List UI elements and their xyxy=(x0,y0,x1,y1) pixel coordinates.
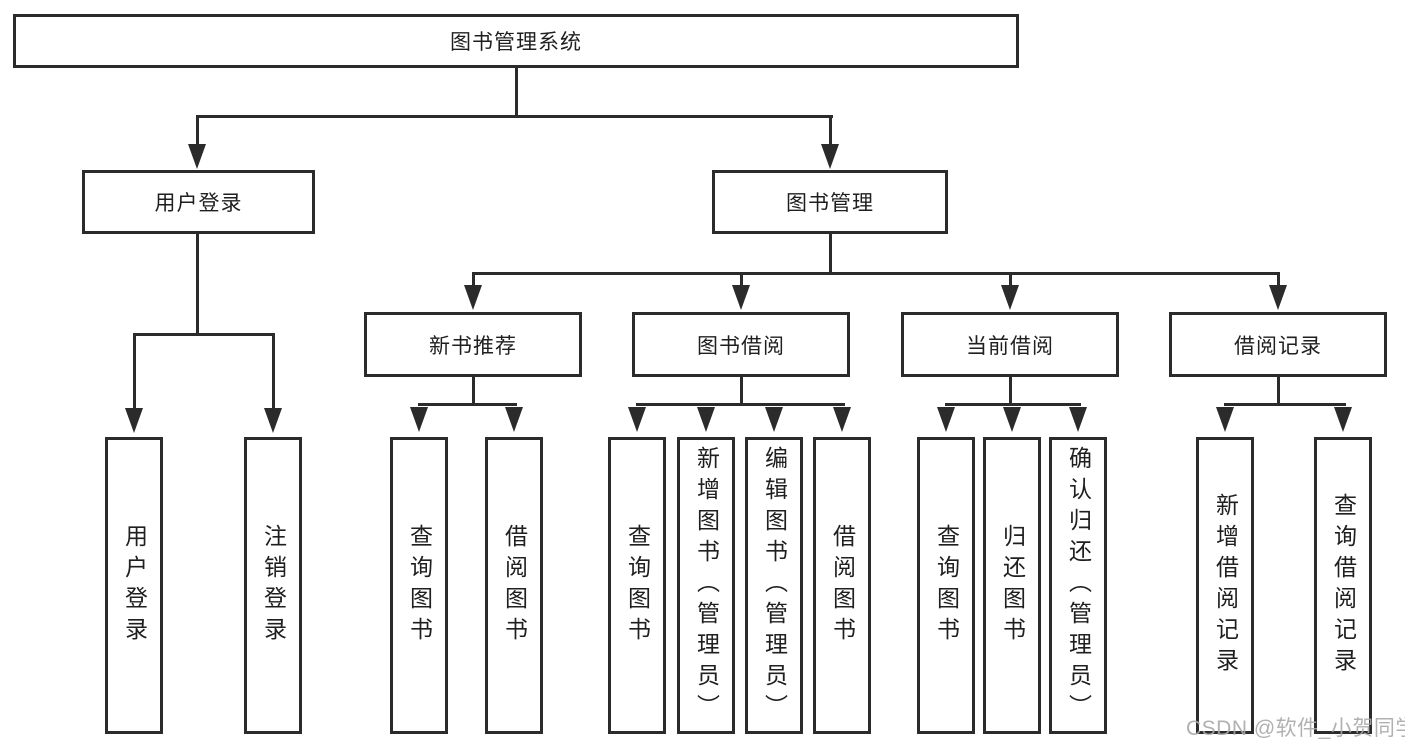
connector-current-vline xyxy=(1009,377,1012,406)
node-label: 图书管理系统 xyxy=(450,31,582,54)
node-leaf-query-books-borrow: 查询图书 xyxy=(608,437,666,734)
node-book-management: 图书管理 xyxy=(712,170,948,234)
connector-recommend-vline xyxy=(472,377,475,406)
node-label: 借阅图书 xyxy=(501,523,528,648)
node-label: 注销登录 xyxy=(260,523,287,648)
node-leaf-edit-book-admin: 编辑图书（管理员） xyxy=(745,437,803,734)
node-label: 当前借阅 xyxy=(966,334,1054,358)
connector-user-login-vline xyxy=(196,234,199,335)
arrowhead-to-leaf-user-login xyxy=(125,408,143,433)
node-leaf-return-book: 归还图书 xyxy=(983,437,1041,734)
connector-current-hline xyxy=(945,403,1081,406)
node-new-book-recommend: 新书推荐 xyxy=(364,312,582,377)
node-label: 用户登录 xyxy=(154,192,243,215)
arrowhead-to-new-book-recommend xyxy=(464,285,482,310)
arrowhead-to-leaf-logout xyxy=(264,408,282,433)
connector-stem-current-borrow xyxy=(1009,274,1012,287)
node-leaf-query-books-current: 查询图书 xyxy=(917,437,975,734)
connector-borrow-hline xyxy=(636,403,845,406)
arrowhead-to-leaf-query-books-recommend xyxy=(410,407,428,432)
node-label: 借阅图书 xyxy=(829,523,856,648)
node-label: 图书借阅 xyxy=(697,334,785,358)
node-leaf-query-books-recommend: 查询图书 xyxy=(390,437,448,734)
csdn-watermark: CSDN @软件_小贺同学 xyxy=(1186,717,1405,740)
connector-user-login-hline xyxy=(133,333,275,336)
node-label: 新增借阅记录 xyxy=(1212,492,1239,679)
arrowhead-to-leaf-add-book-admin xyxy=(697,407,715,432)
node-leaf-add-borrow-record: 新增借阅记录 xyxy=(1196,437,1254,734)
node-leaf-confirm-return-admin: 确认归还（管理员） xyxy=(1049,437,1107,734)
node-label: 新书推荐 xyxy=(429,334,517,358)
arrowhead-to-leaf-query-books-current xyxy=(937,407,955,432)
connector-book-management-vline xyxy=(829,234,832,275)
node-borrow-records: 借阅记录 xyxy=(1169,312,1387,377)
connector-stem-new-book-recommend xyxy=(472,274,475,287)
node-book-borrow: 图书借阅 xyxy=(632,312,850,377)
connector-root-stem-left xyxy=(196,117,199,146)
node-leaf-borrow-book-recommend: 借阅图书 xyxy=(485,437,543,734)
node-leaf-borrow-book: 借阅图书 xyxy=(813,437,871,734)
connector-user-login-stem-right xyxy=(272,335,275,409)
connector-borrow-vline xyxy=(740,377,743,406)
node-label: 借阅记录 xyxy=(1234,334,1322,358)
connector-root-hline xyxy=(196,115,833,118)
connector-user-login-stem-left xyxy=(133,335,136,409)
node-label: 编辑图书（管理员） xyxy=(761,446,788,725)
node-label: 查询图书 xyxy=(933,523,960,648)
node-label: 新增图书（管理员） xyxy=(693,446,720,725)
node-current-borrow: 当前借阅 xyxy=(901,312,1119,377)
arrowhead-to-leaf-return-book xyxy=(1003,407,1021,432)
node-root: 图书管理系统 xyxy=(13,14,1019,68)
node-user-login: 用户登录 xyxy=(82,170,315,234)
node-label: 归还图书 xyxy=(999,523,1026,648)
arrowhead-to-leaf-borrow-book xyxy=(833,407,851,432)
arrowhead-to-leaf-query-books-borrow xyxy=(628,407,646,432)
connector-records-vline xyxy=(1277,377,1280,406)
node-leaf-query-borrow-record: 查询借阅记录 xyxy=(1314,437,1372,734)
connector-recommend-hline xyxy=(418,403,517,406)
node-label: 查询图书 xyxy=(406,523,433,648)
arrowhead-to-current-borrow xyxy=(1001,285,1019,310)
node-label: 图书管理 xyxy=(786,192,874,215)
connector-stem-book-borrow xyxy=(740,274,743,287)
connector-records-hline xyxy=(1224,403,1346,406)
node-label: 查询借阅记录 xyxy=(1330,492,1357,679)
connector-stem-borrow-records xyxy=(1277,274,1280,287)
arrowhead-to-leaf-confirm-return-admin xyxy=(1069,407,1087,432)
arrowhead-to-leaf-borrow-book-recommend xyxy=(505,407,523,432)
arrowhead-to-book-borrow xyxy=(732,285,750,310)
node-label: 查询图书 xyxy=(624,523,651,648)
node-label: 确认归还（管理员） xyxy=(1065,446,1092,725)
arrowhead-to-leaf-add-borrow-record xyxy=(1216,407,1234,432)
connector-root-stem-right xyxy=(829,117,832,146)
arrowhead-to-leaf-query-borrow-record xyxy=(1334,407,1352,432)
arrowhead-to-book-management xyxy=(821,144,839,169)
node-label: 用户登录 xyxy=(121,523,148,648)
connector-book-management-hline xyxy=(472,272,1280,275)
arrowhead-to-user-login xyxy=(188,144,206,169)
node-leaf-logout: 注销登录 xyxy=(244,437,302,734)
node-leaf-add-book-admin: 新增图书（管理员） xyxy=(677,437,735,734)
arrowhead-to-leaf-edit-book-admin xyxy=(765,407,783,432)
connector-root-vline xyxy=(515,68,518,117)
arrowhead-to-borrow-records xyxy=(1269,285,1287,310)
node-leaf-user-login: 用户登录 xyxy=(105,437,163,734)
